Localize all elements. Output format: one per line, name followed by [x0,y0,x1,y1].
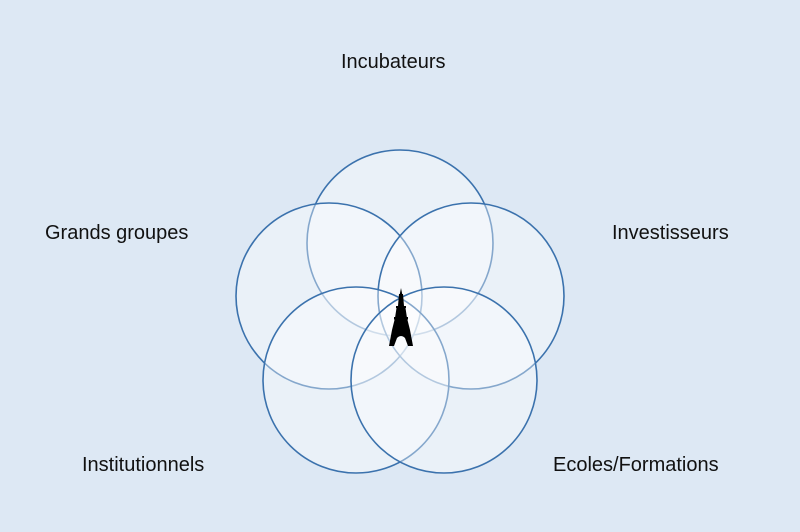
label-institutionnels: Institutionnels [82,454,205,476]
label-grands-groupes: Grands groupes [45,222,189,244]
circle-ecoles-formations [350,286,538,474]
circle-investisseurs [377,202,565,390]
eiffel-tower-icon [389,288,413,346]
circle-grands-groupes [235,202,423,390]
label-investisseurs: Investisseurs [612,222,729,244]
label-incubateurs: Incubateurs [341,51,446,73]
label-ecoles-formations: Ecoles/Formations [553,454,719,476]
